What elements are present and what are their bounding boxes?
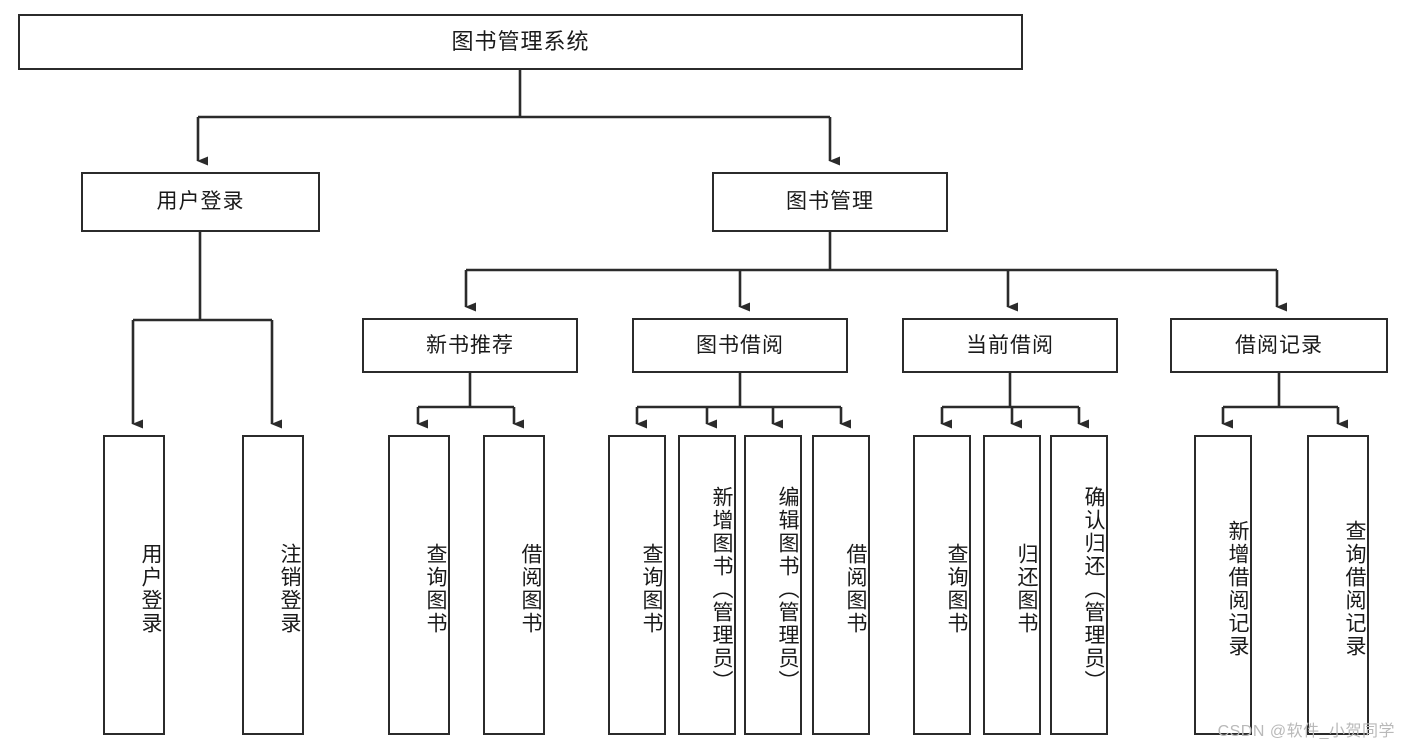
node-leaf-5-新增图书管理员-label: 新增图书（管理员） [710,485,733,693]
node-root-图书管理系统[interactable]: 图书管理系统 [18,14,1023,70]
node-leaf-10-确认归还管理员[interactable]: 确认归还（管理员） [1050,435,1108,735]
node-level3-新书推荐[interactable]: 新书推荐 [362,318,578,373]
node-leaf-4-查询图书-label: 查询图书 [640,543,663,635]
node-level3-当前借阅[interactable]: 当前借阅 [902,318,1118,373]
node-leaf-7-借阅图书-label: 借阅图书 [844,543,867,635]
node-level2-用户登录-label: 用户登录 [156,190,245,214]
node-leaf-6-编辑图书管理员[interactable]: 编辑图书（管理员） [744,435,802,735]
node-leaf-3-借阅图书-label: 借阅图书 [519,543,542,635]
node-level3-借阅记录[interactable]: 借阅记录 [1170,318,1388,373]
node-leaf-3-借阅图书[interactable]: 借阅图书 [483,435,545,735]
node-leaf-9-归还图书-label: 归还图书 [1015,543,1038,635]
node-leaf-4-查询图书[interactable]: 查询图书 [608,435,666,735]
node-leaf-8-查询图书-label: 查询图书 [945,543,968,635]
node-leaf-10-确认归还管理员-label: 确认归还（管理员） [1082,485,1105,693]
node-root-图书管理系统-label: 图书管理系统 [451,28,590,54]
node-leaf-2-查询图书[interactable]: 查询图书 [388,435,450,735]
node-leaf-12-查询借阅记录[interactable]: 查询借阅记录 [1307,435,1369,735]
node-leaf-1-注销登录[interactable]: 注销登录 [242,435,304,735]
node-leaf-6-编辑图书管理员-label: 编辑图书（管理员） [776,485,799,693]
csdn-watermark: CSDN @软件_小贺同学 [1217,723,1395,740]
node-level3-图书借阅[interactable]: 图书借阅 [632,318,848,373]
node-leaf-8-查询图书[interactable]: 查询图书 [913,435,971,735]
node-leaf-7-借阅图书[interactable]: 借阅图书 [812,435,870,735]
node-level3-借阅记录-label: 借阅记录 [1235,333,1323,357]
node-leaf-0-用户登录[interactable]: 用户登录 [103,435,165,735]
node-leaf-5-新增图书管理员[interactable]: 新增图书（管理员） [678,435,736,735]
node-level3-图书借阅-label: 图书借阅 [696,333,784,357]
node-level2-图书管理[interactable]: 图书管理 [712,172,948,232]
node-leaf-9-归还图书[interactable]: 归还图书 [983,435,1041,735]
node-leaf-1-注销登录-label: 注销登录 [278,543,301,635]
node-leaf-11-新增借阅记录-label: 新增借阅记录 [1226,520,1249,658]
node-level3-新书推荐-label: 新书推荐 [426,333,514,357]
node-level3-当前借阅-label: 当前借阅 [966,333,1054,357]
node-leaf-2-查询图书-label: 查询图书 [424,543,447,635]
node-leaf-12-查询借阅记录-label: 查询借阅记录 [1343,520,1366,658]
node-leaf-11-新增借阅记录[interactable]: 新增借阅记录 [1194,435,1252,735]
node-leaf-0-用户登录-label: 用户登录 [139,543,162,635]
node-level2-用户登录[interactable]: 用户登录 [81,172,320,232]
node-level2-图书管理-label: 图书管理 [786,190,874,214]
